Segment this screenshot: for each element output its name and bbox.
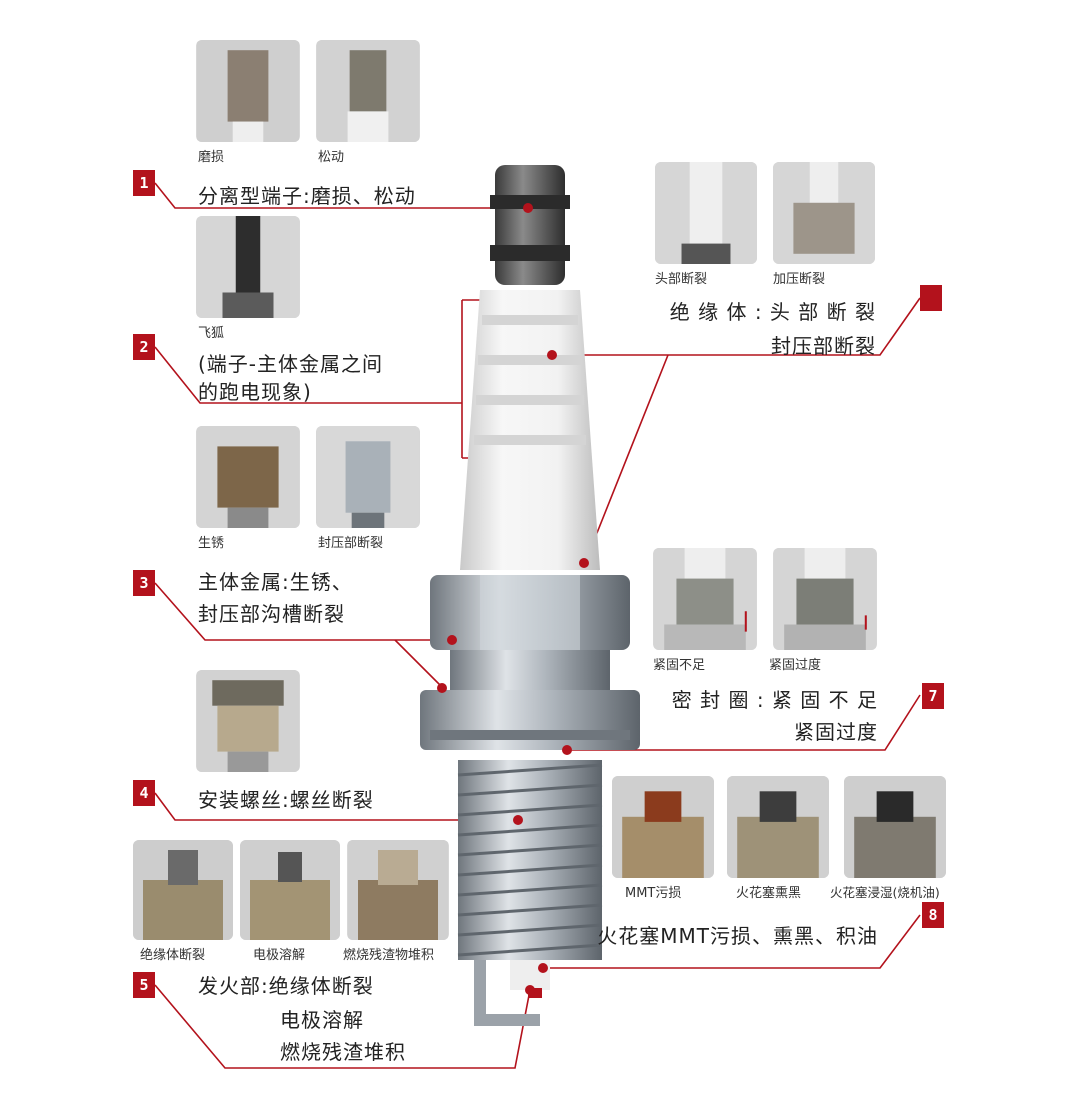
- caption-press-break: 加压断裂: [773, 272, 826, 287]
- caption-oil: 火花塞浸湿(烧机油): [830, 885, 940, 900]
- caption-crimp-break: 封压部断裂: [318, 536, 384, 551]
- label-shell-line2: 封压部沟槽断裂: [198, 602, 345, 626]
- thumb-under-tight: [653, 548, 757, 650]
- caption-mmt: MMT污损: [625, 886, 682, 901]
- caption-over-tight: 紧固过度: [769, 658, 822, 673]
- label-firing-line1: 发火部:绝缘体断裂: [198, 974, 374, 998]
- leader-line-3b: [394, 639, 444, 689]
- leader-line-5: [154, 984, 531, 1069]
- caption-wear: 磨损: [198, 150, 225, 165]
- thumb-mmt: [612, 776, 714, 878]
- label-terminal: 分离型端子:磨损、松动: [198, 184, 416, 208]
- section-number-3: 3: [133, 570, 155, 596]
- thumb-wear: [196, 40, 300, 142]
- caption-loose: 松动: [318, 150, 345, 165]
- section-number-2: 2: [133, 334, 155, 360]
- label-gasket-line1: 密 封 圈 : 紧 固 不 足: [671, 688, 878, 712]
- caption-under-tight: 紧固不足: [653, 658, 706, 673]
- leader-line-insulator: [555, 297, 921, 356]
- section-number-5: 5: [133, 972, 155, 998]
- leader-line-8: [543, 914, 921, 969]
- leader-line-insulator-b: [584, 354, 669, 564]
- caption-electrode-melt: 电极溶解: [253, 948, 306, 963]
- thumb-flashover: [196, 216, 300, 318]
- leader-line-1: [154, 182, 528, 209]
- section-number-insulator: [920, 285, 942, 311]
- thumb-over-tight: [773, 548, 877, 650]
- caption-deposits: 燃烧残渣物堆积: [343, 948, 435, 963]
- label-flashover-line1: (端子-主体金属之间: [198, 352, 384, 376]
- label-insulator-line1: 绝 缘 体 : 头 部 断 裂: [669, 300, 876, 324]
- caption-flashover: 飞狐: [198, 326, 225, 341]
- caption-rust: 生锈: [198, 536, 225, 551]
- section-number-4: 4: [133, 780, 155, 806]
- thumb-press-break: [773, 162, 875, 264]
- thumb-thread-break: [196, 670, 300, 772]
- label-thread: 安装螺丝:螺丝断裂: [198, 788, 374, 812]
- leader-line-7: [567, 694, 921, 751]
- label-shell-line1: 主体金属:生锈、: [198, 570, 353, 594]
- spark-plug-illustration: [420, 165, 640, 1026]
- label-flashover-line2: 的跑电现象): [198, 380, 312, 404]
- thumb-deposits: [347, 840, 449, 940]
- caption-insulator-break: 绝缘体断裂: [140, 948, 206, 963]
- label-firing-line2: 电极溶解: [280, 1008, 364, 1032]
- caption-head-break: 头部断裂: [655, 272, 708, 287]
- section-number-8: 8: [922, 902, 944, 928]
- leader-line-3a: [154, 582, 452, 641]
- thumb-rust: [196, 426, 300, 528]
- label-gasket-line2: 紧固过度: [794, 720, 878, 744]
- caption-soot: 火花塞熏黑: [736, 886, 802, 901]
- thumb-crimp-break: [316, 426, 420, 528]
- thumb-oil: [844, 776, 946, 878]
- thumb-electrode-melt: [240, 840, 340, 940]
- thumb-head-break: [655, 162, 757, 264]
- leader-line-2: [154, 346, 462, 404]
- thumb-soot: [727, 776, 829, 878]
- section-number-7: 7: [922, 683, 944, 709]
- thumb-loose: [316, 40, 420, 142]
- leader-line-4: [154, 792, 518, 821]
- label-plug-fouling: 火花塞MMT污损、熏黑、积油: [597, 924, 878, 948]
- label-firing-line3: 燃烧残渣堆积: [280, 1040, 406, 1064]
- label-insulator-line2: 封压部断裂: [771, 334, 876, 358]
- section-number-1: 1: [133, 170, 155, 196]
- thumb-insulator-break: [133, 840, 233, 940]
